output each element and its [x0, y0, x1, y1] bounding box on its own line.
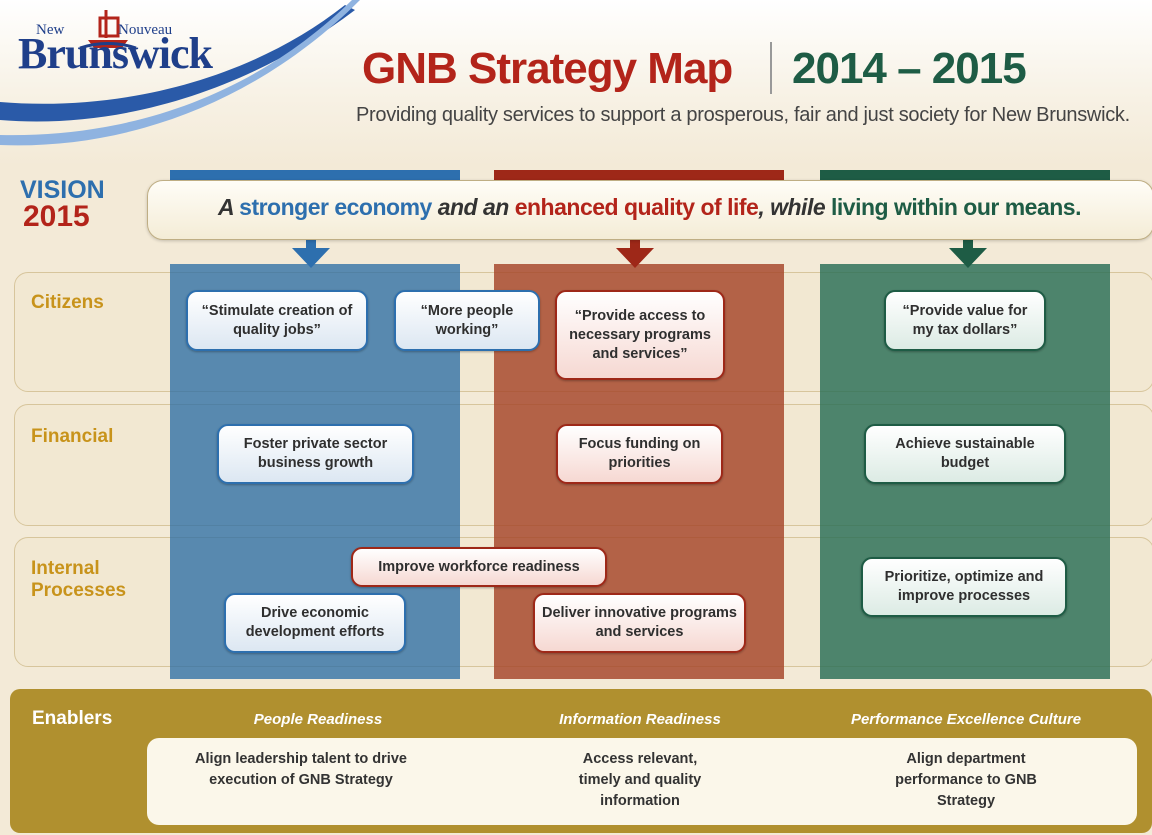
objective-workforce-readiness: Improve workforce readiness [351, 547, 607, 587]
enabler-head-information: Information Readiness [559, 711, 721, 728]
enabler-information-text: Access relevant, timely and quality info… [578, 751, 702, 809]
vision-text-c: and an [431, 194, 515, 220]
vision-text-means: living within our means. [831, 194, 1081, 220]
arrow-down-red-icon [616, 248, 654, 268]
objective-prioritize-processes: Prioritize, optimize and improve process… [861, 557, 1067, 617]
row-label-citizens: Citizens [31, 292, 104, 313]
page-title: GNB Strategy Map [362, 44, 733, 93]
objective-focus-funding: Focus funding on priorities [556, 424, 723, 484]
page-subtitle: Providing quality services to support a … [356, 104, 1130, 126]
enabler-performance-text: Align department performance to GNB Stra… [895, 751, 1037, 809]
objective-stimulate-jobs: “Stimulate creation of quality jobs” [186, 290, 368, 351]
arrow-stem-blue [306, 236, 316, 250]
objective-sustainable-budget: Achieve sustainable budget [864, 424, 1066, 484]
objective-provide-access: “Provide access to necessary programs an… [555, 290, 725, 380]
vision-text-a: A [218, 194, 240, 220]
objective-drive-economic: Drive economic development efforts [224, 593, 406, 653]
row-label-processes: Processes [31, 580, 127, 601]
vision-text-economy: stronger economy [239, 194, 432, 220]
title-divider [770, 42, 772, 94]
page-years: 2014 – 2015 [792, 44, 1027, 93]
logo-word-brunswick: Brunswick [18, 29, 213, 78]
vision-year: 2015 [23, 200, 90, 233]
header-background [0, 0, 1152, 165]
vision-text-e: , while [758, 194, 832, 220]
vision-text-quality: enhanced quality of life [514, 194, 759, 220]
enabler-head-performance: Performance Excellence Culture [850, 711, 1082, 728]
vision-label: VISION [20, 176, 105, 204]
header-swoosh [0, 0, 360, 146]
row-label-internal: Internal [31, 558, 100, 579]
vision-statement: A stronger economy and an enhanced quali… [147, 194, 1152, 221]
logo-word-nouveau: Nouveau [118, 22, 173, 38]
objective-deliver-innovative: Deliver innovative programs and services [533, 593, 746, 653]
objective-more-people-working: “More people working” [394, 290, 540, 351]
enabler-head-people: People Readiness [253, 711, 383, 728]
column-cap-red [494, 170, 784, 180]
vision-banner [147, 180, 1152, 240]
row-label-financial: Financial [31, 426, 114, 447]
arrow-down-green-icon [949, 248, 987, 268]
objective-foster-growth: Foster private sector business growth [217, 424, 414, 484]
arrow-stem-red [630, 236, 640, 250]
arrow-stem-green [963, 236, 973, 250]
objective-provide-value: “Provide value for my tax dollars” [884, 290, 1046, 351]
enablers-label: Enablers [32, 708, 113, 729]
ship-icon [79, 10, 137, 50]
arrow-down-blue-icon [292, 248, 330, 268]
column-cap-blue [170, 170, 460, 180]
logo-word-new: New [36, 22, 65, 38]
enabler-people-text: Align leadership talent to drive executi… [195, 751, 407, 788]
enablers-content [147, 738, 1137, 825]
column-cap-green [820, 170, 1110, 180]
